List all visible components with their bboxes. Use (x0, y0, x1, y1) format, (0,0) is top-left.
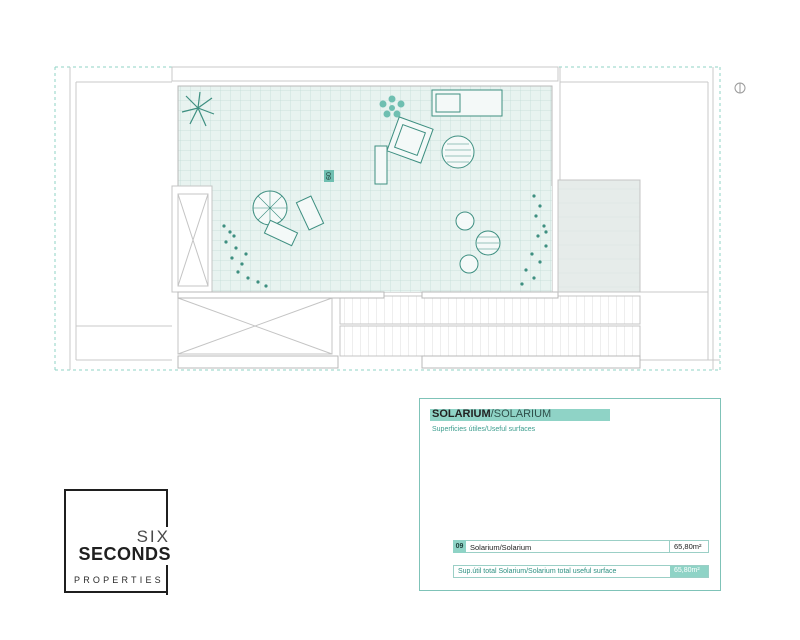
legend-total-label: Sup.útil total Solarium/Solarium total u… (458, 568, 617, 575)
company-logo: SIX SECONDS PROPERTIES (64, 489, 171, 595)
legend-total-value-box: 65,80m² (670, 566, 708, 577)
room-tag-label: 09 (324, 172, 331, 180)
legend-row-value-box: 65,80m² (669, 541, 708, 552)
armchair (386, 116, 434, 164)
legend-title-separator: / (490, 408, 494, 420)
legend-total-value: 65,80m² (674, 567, 700, 574)
legend-title-es: SOLARIUM (432, 408, 491, 420)
legend-row-value: 65,80m² (674, 542, 702, 551)
plant-cluster-top (379, 95, 405, 118)
legend-title-en: SOLARIUM (493, 408, 552, 420)
floor-plan: 09 (54, 66, 746, 371)
legend-row: 09 Solarium/Solarium 65,80m² (453, 540, 709, 553)
plants-left (222, 224, 268, 288)
bistro-set (455, 211, 501, 274)
logo-frame-right (166, 489, 168, 529)
lower-left-box (177, 297, 333, 355)
plants-right (520, 194, 548, 286)
bottom-walls (177, 291, 641, 369)
top-parapet (171, 66, 559, 82)
north-icon (734, 82, 746, 94)
logo-seconds: SECONDS (76, 544, 171, 565)
palm-plant (181, 91, 215, 127)
left-stair-void (171, 185, 213, 293)
right-terrace-lines (559, 67, 720, 370)
legend-row-number: 09 (453, 540, 466, 553)
legend-title-bar (430, 409, 610, 421)
round-table (441, 135, 475, 169)
sun-lounger (263, 195, 325, 247)
room-tag: 09 (324, 170, 334, 182)
logo-properties: PROPERTIES (74, 575, 164, 585)
logo-six: SIX (134, 527, 170, 547)
left-terrace-lines (69, 67, 172, 370)
right-stone-terrace (557, 179, 641, 293)
legend-row-label: Solarium/Solarium (470, 543, 532, 552)
logo-frame-right-lower (166, 565, 168, 595)
legend-subtitle: Superficies útiles/Useful surfaces (432, 426, 536, 433)
surface-legend: SOLARIUM/SOLARIUM Superficies útiles/Use… (419, 398, 721, 591)
parasol (252, 190, 288, 226)
floor-shower (374, 145, 388, 185)
staircase (339, 295, 641, 357)
legend-title: SOLARIUM/SOLARIUM (432, 408, 551, 420)
logo-frame (64, 489, 166, 593)
legend-total-row: Sup.útil total Solarium/Solarium total u… (453, 565, 709, 578)
sofa (431, 89, 503, 117)
